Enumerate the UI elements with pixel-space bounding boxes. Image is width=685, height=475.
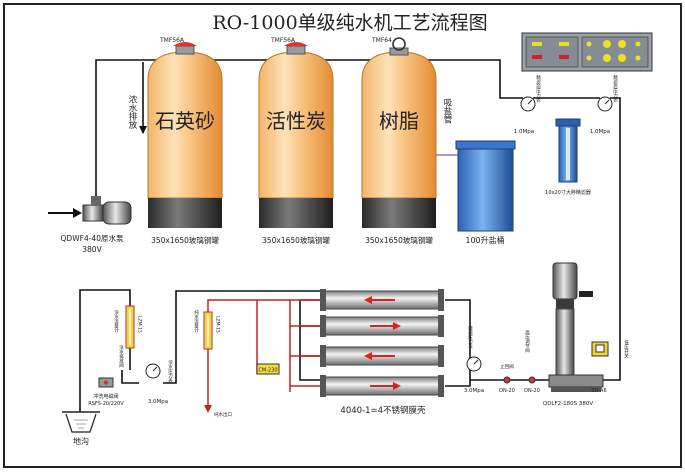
membrane-gauge: 膜前压力表 3.0Mpa	[464, 325, 484, 394]
flowmeter-left-label1: 浓水流量计	[114, 309, 119, 334]
valve-model: TMF56A	[270, 37, 296, 44]
check-valve2-model: DN-20	[524, 388, 540, 394]
check-valve1-model: DN-20	[499, 388, 515, 394]
diagram-title: RO-1000单级纯水机工艺流程图	[212, 12, 487, 34]
check-valve-icon	[503, 376, 511, 384]
concentrate-flowmeter: LZM-15 浓水流量计 浓水排放阀	[114, 305, 143, 369]
concentrate-gauge-value: 3.0Mpa	[148, 399, 168, 405]
flowmeter-mid-model: LZM-15	[215, 316, 221, 333]
membrane-gauge-value: 3.0Mpa	[464, 388, 484, 394]
valve-model: TMF64	[371, 37, 392, 44]
gauge-in-label: 精滤前压力表	[536, 74, 541, 104]
drain-label: 地沟	[73, 436, 89, 446]
membrane-label: 4040-1=4不锈钢膜壳	[340, 405, 426, 416]
pressure-switch: 低压开关 SD-A6	[591, 339, 628, 394]
brine-suction-label: 吸盐管	[442, 98, 452, 124]
filter-tank-resin: TMF64 树脂 350x1650玻璃钢罐	[361, 37, 437, 245]
flow-arrow-left-icon	[364, 352, 372, 360]
pure-water-flowmeter: LZM-15 纯水流量计	[194, 309, 221, 350]
raw-pump-voltage: 380V	[82, 245, 102, 254]
raw-water-pump: QDWF4-40原水泵 380V	[48, 196, 132, 254]
conductivity-meter: CM-230	[256, 363, 280, 375]
membrane-gauge-label: 膜前压力表	[468, 325, 473, 350]
handwheel-valve-icon	[392, 37, 406, 51]
raw-pump-model: QDWF4-40原水泵	[61, 233, 124, 243]
pure-water-lines	[207, 299, 322, 410]
tank-label: 活性炭	[266, 109, 326, 133]
gauge-in-value: 1.0Mpa	[514, 129, 534, 135]
brine-tank-label: 100升盐桶	[465, 235, 504, 245]
flowmeter-left-label2: 浓水排放阀	[119, 344, 124, 369]
regulating-valve-icon	[528, 376, 536, 384]
filter-tank-carbon: TMF56A 活性炭 350x1650玻璃钢罐	[258, 37, 334, 245]
tank-label-text: 石英砂	[155, 109, 215, 133]
indicator-light	[532, 42, 542, 46]
tank-label: 石英砂	[155, 109, 215, 133]
valve-model: TMF56A	[159, 37, 185, 44]
flowmeter-mid-label: 纯水流量计	[194, 309, 199, 334]
hp-pump-model: QDLF2-180S 380V	[543, 401, 594, 407]
flush-solenoid-valve: 冲洗电磁阀 RSFS-20/220V	[88, 377, 124, 407]
check-valve2-label: 高压调节阀	[525, 329, 530, 354]
tank-label: 树脂	[379, 109, 419, 133]
solenoid-model: RSFS-20/220V	[88, 401, 124, 407]
tank-spec: 350x1650玻璃钢罐	[151, 235, 219, 245]
gauge-out-label: 精滤后压力表	[613, 74, 618, 104]
valve-handle-icon	[173, 42, 197, 46]
membrane-housing	[320, 345, 444, 367]
flowmeter-left-model: LZM-15	[137, 316, 143, 333]
tank-spec: 350x1650玻璃钢罐	[365, 235, 433, 245]
high-pressure-pump: QDLF2-180S 380V	[543, 262, 604, 407]
precision-filter-label: 10x20寸大胖精滤器	[545, 189, 591, 196]
precision-filter: 精滤前压力表 精滤后压力表 1.0Mpa 1.0Mpa 10x20寸大胖精滤器	[514, 74, 618, 196]
gauge-out-value: 1.0Mpa	[590, 129, 610, 135]
diagram-border	[3, 3, 682, 468]
conductivity-model: CM-230	[258, 368, 277, 374]
control-panel	[521, 32, 653, 72]
solenoid-label: 冲洗电磁阀	[93, 393, 118, 400]
flow-arrow-right-icon	[393, 322, 401, 330]
valve-handle-icon	[284, 42, 308, 46]
membrane-housing	[320, 289, 444, 311]
floor-drain: 地沟	[62, 411, 100, 446]
membrane-housing	[320, 375, 444, 397]
membrane-housings: 4040-1=4不锈钢膜壳	[320, 289, 444, 416]
concentrate-gauge-label: 浓水压力表	[168, 359, 173, 384]
pressure-switch-model: SD-A6	[591, 388, 606, 394]
flow-arrow-left-icon	[364, 296, 372, 304]
check-valves: 止回阀 DN-20 高压调节阀 DN-20	[499, 329, 540, 394]
tank-spec: 350x1650玻璃钢罐	[262, 235, 330, 245]
flow-arrow-right-icon	[393, 382, 401, 390]
concentrate-gauge: 浓水压力表 3.0Mpa	[145, 359, 173, 405]
concentrate-drain-label: 浓水排放	[127, 95, 137, 130]
indicator-light	[559, 42, 569, 46]
pure-water-outlet-label: 纯水出口	[214, 411, 232, 418]
pressure-switch-label: 低压开关	[624, 339, 629, 360]
brine-tank: 100升盐桶	[455, 140, 516, 245]
membrane-housing	[320, 315, 444, 337]
filter-tank-quartz: TMF56A 石英砂 350x1650玻璃钢罐	[147, 37, 223, 245]
indicator-light	[559, 55, 569, 59]
solenoid-icon	[103, 380, 109, 385]
indicator-light	[532, 55, 542, 59]
check-valve1-label: 止回阀	[500, 363, 514, 370]
